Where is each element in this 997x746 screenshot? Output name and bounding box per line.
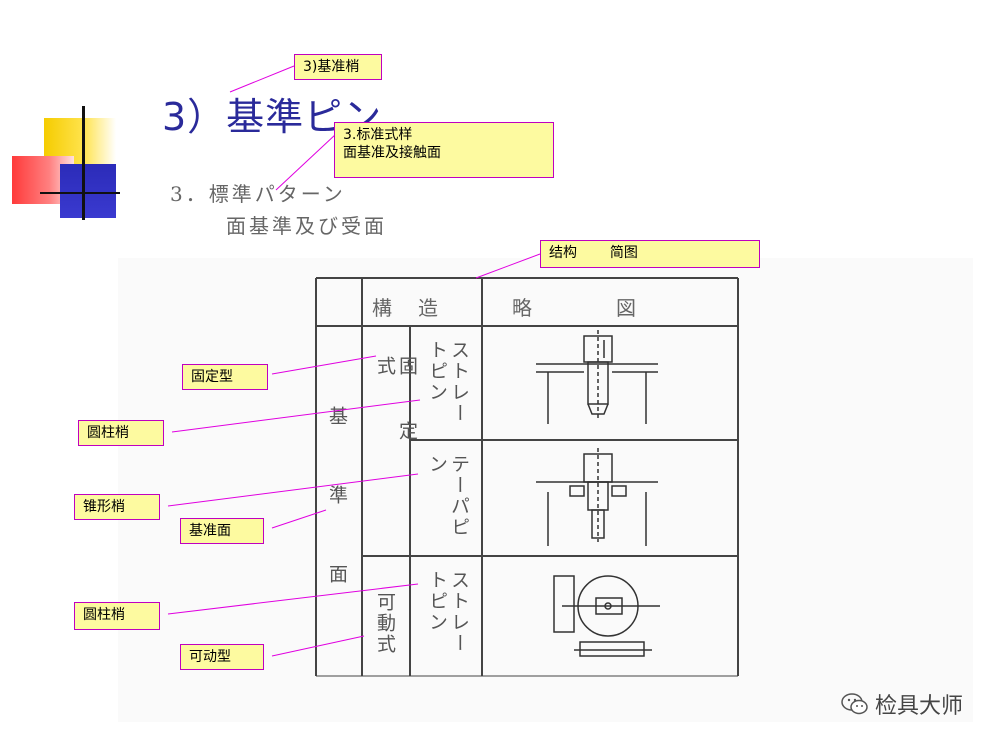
wechat-icon bbox=[841, 693, 868, 715]
callout-cylindrical-pin-2: 圆柱梢 bbox=[74, 602, 160, 630]
callout-taper-pin: 锥形梢 bbox=[74, 494, 160, 520]
callout-cylindrical-pin-1: 圆柱梢 bbox=[78, 420, 164, 446]
callout-sketch: 简图 bbox=[609, 245, 638, 261]
col-base-surface: 基準面 bbox=[326, 406, 348, 643]
callout-structure: 结构 bbox=[549, 245, 577, 261]
label-movable-type: 可動式 bbox=[374, 592, 396, 655]
watermark-text: 检具大师 bbox=[874, 694, 963, 719]
callout-standard-pattern: 3.标准式样 面基准及接触面 bbox=[334, 122, 554, 178]
scan-heading-line1: 3．標準パターン bbox=[170, 182, 346, 206]
row1-straight-pin: ストレートピン bbox=[426, 340, 470, 424]
callout-base-pin: 3)基准梢 bbox=[294, 54, 382, 80]
sketch-straight-pin-fixed bbox=[536, 330, 658, 424]
scan-heading-line2: 面基準及び受面 bbox=[226, 214, 387, 238]
decor-horizontal-line bbox=[40, 192, 120, 194]
table-header-structure: 構 造 bbox=[372, 296, 441, 320]
callout-standard-pattern-line2: 面基准及接触面 bbox=[343, 145, 441, 161]
callout-base-surface: 基准面 bbox=[180, 518, 264, 544]
watermark: 检具大师 bbox=[841, 688, 963, 720]
callout-movable-type: 可动型 bbox=[180, 644, 264, 670]
decor-blue-square bbox=[60, 164, 116, 218]
sketch-taper-pin-fixed bbox=[536, 448, 658, 546]
callout-fixed-type: 固定型 bbox=[182, 364, 268, 390]
decor-vertical-line bbox=[82, 106, 85, 220]
row3-straight-pin: ストレートピン bbox=[426, 570, 470, 654]
callout-structure-sketch: 结构 简图 bbox=[540, 240, 760, 268]
callout-standard-pattern-line1: 3.标准式样 bbox=[343, 127, 413, 143]
row2-taper-pin: テーパピン bbox=[426, 454, 470, 538]
sketch-straight-pin-movable bbox=[553, 575, 660, 657]
table-header-sketch: 略 図 bbox=[512, 296, 642, 320]
